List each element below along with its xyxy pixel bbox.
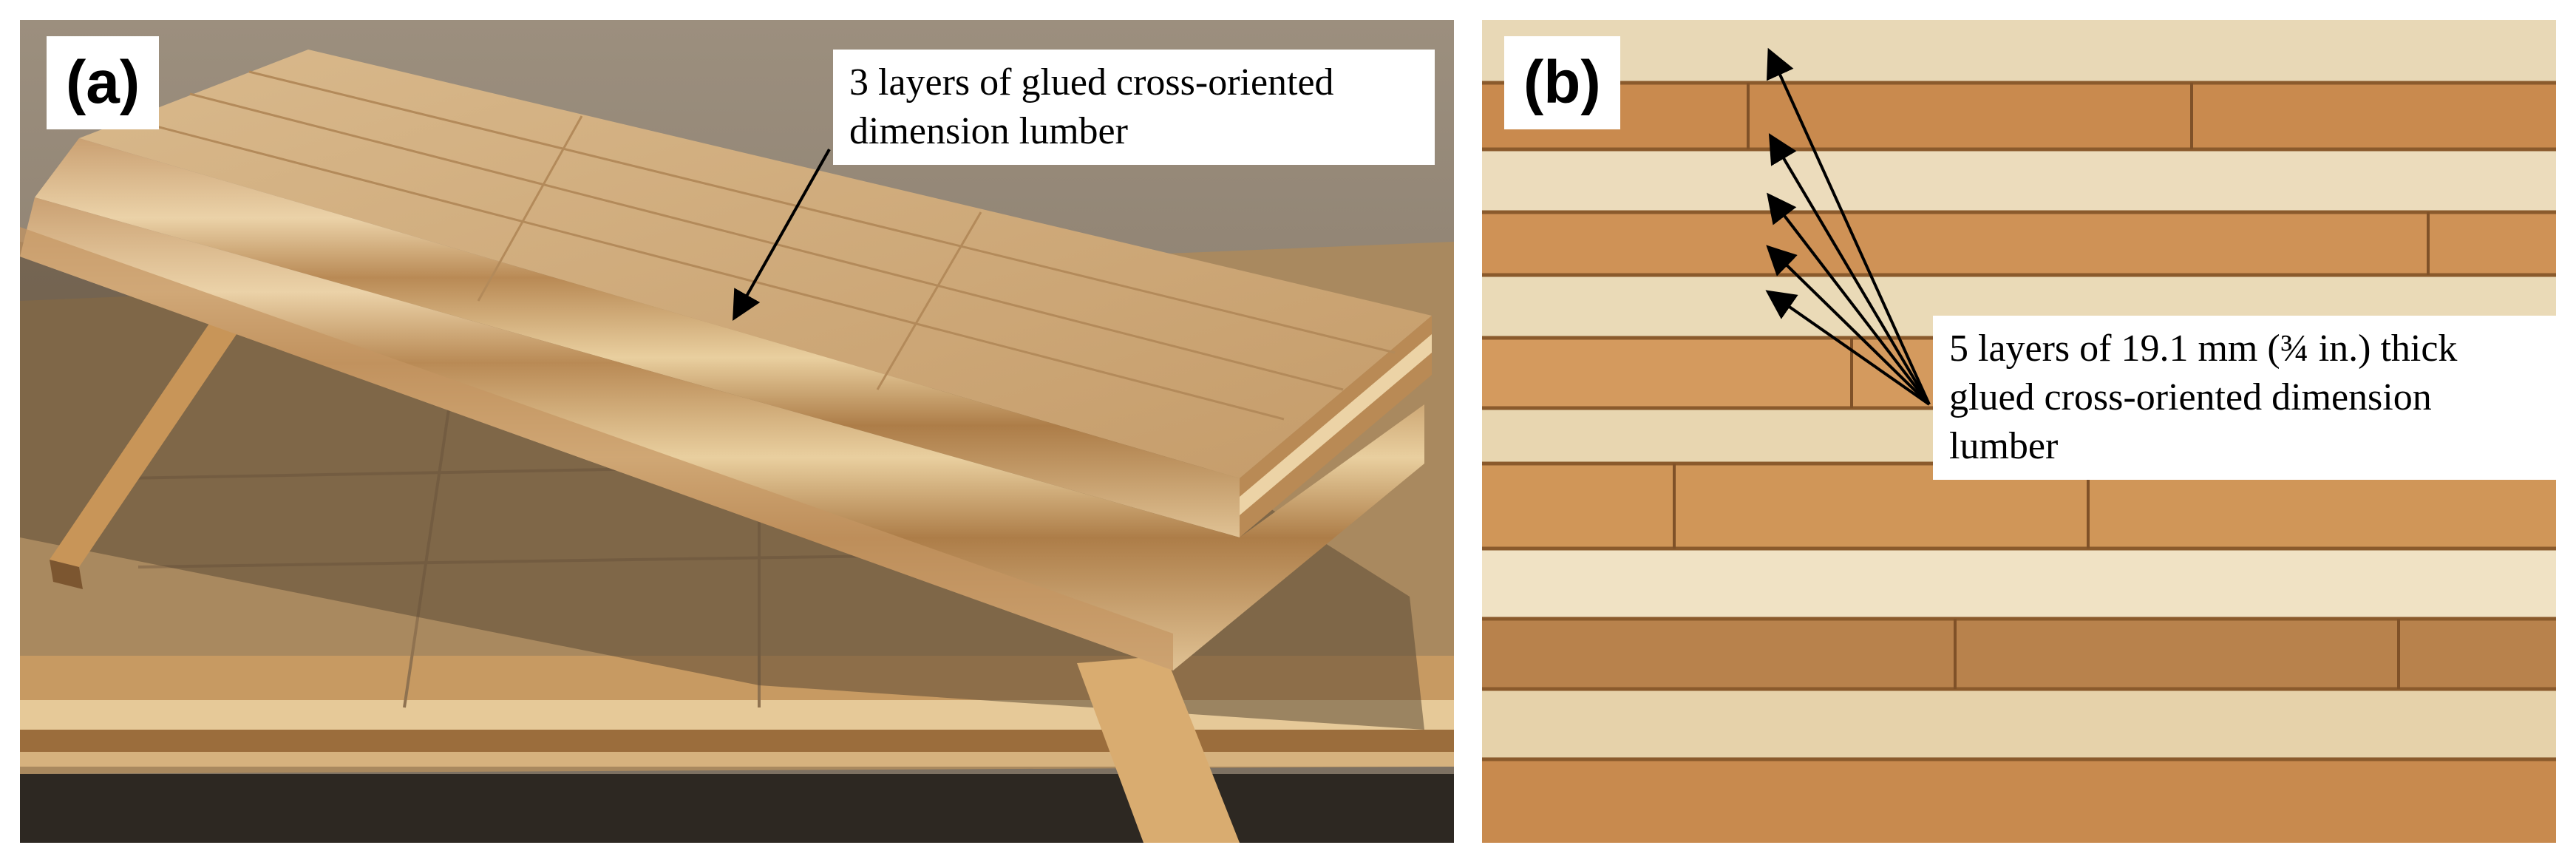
panel-label-a: (a) [47, 36, 160, 129]
figure-panel-b: (b) 5 layers of 19.1 mm (¾ in.) thick gl… [1482, 20, 2556, 843]
callout-five-layers: 5 layers of 19.1 mm (¾ in.) thick glued … [1933, 316, 2556, 480]
figure-panel-a: (a) 3 layers of glued cross-oriented dim… [20, 20, 1454, 843]
callout-three-layers: 3 layers of glued cross-oriented dimensi… [833, 50, 1435, 165]
panel-label-b: (b) [1504, 36, 1620, 129]
